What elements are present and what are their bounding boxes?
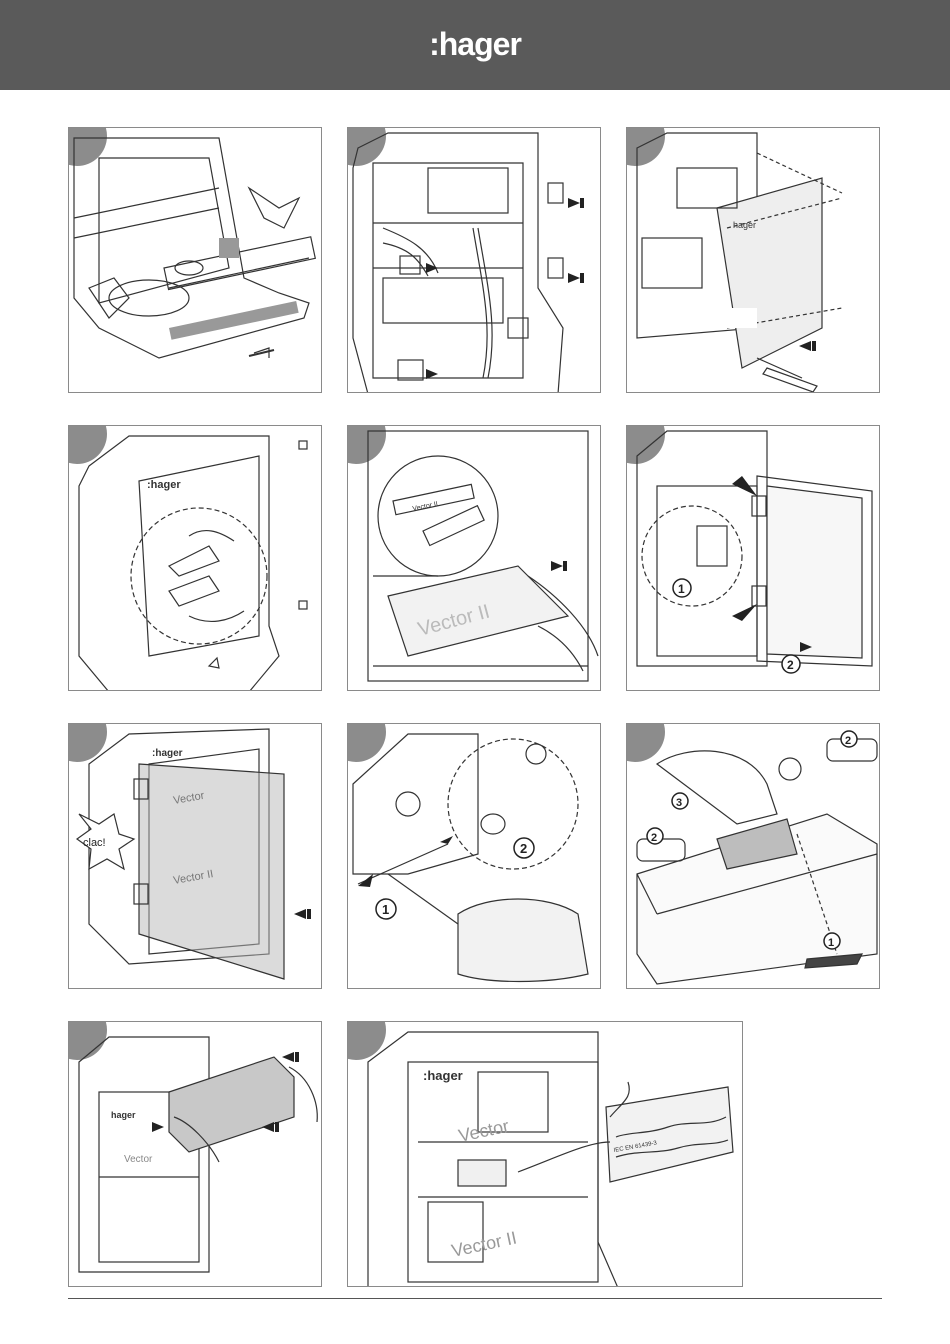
step-panel-10: hager Vector: [68, 1021, 322, 1287]
enclosure-illustration: hager: [627, 128, 880, 393]
step-number-2: 2: [787, 658, 794, 672]
enclosure-illustration: [69, 128, 322, 393]
door-removal-illustration: 1 2: [627, 426, 880, 691]
step-panel-4: :hager: [68, 425, 322, 691]
step-panel-2: [347, 127, 601, 393]
step-number-1: 1: [828, 937, 834, 949]
door-brand-label: hager: [733, 220, 756, 230]
enclosure-brand-label: :hager: [152, 748, 183, 759]
door-fitting-illustration: :hager Vector Vector II clac!: [69, 724, 322, 989]
step-panel-5: Vector II Vector II: [347, 425, 601, 691]
row-label: Vector: [124, 1154, 153, 1165]
step-number-1: 1: [382, 902, 389, 917]
clac-callout: clac!: [83, 837, 106, 849]
step-number-1: 1: [678, 582, 685, 596]
footer-divider: [68, 1298, 882, 1299]
label-strip-text: Vector II: [412, 501, 439, 513]
step-number-2-top: 2: [845, 735, 851, 747]
step-number-2: 2: [520, 841, 527, 856]
enclosure-illustration: :hager: [69, 426, 322, 691]
rating-label-illustration: :hager Vector Vector II IEC EN 61439-3: [348, 1022, 743, 1287]
step-panel-6: 1 2: [626, 425, 880, 691]
step-panel-8: 1 2: [347, 723, 601, 989]
header-bar: :hager: [0, 0, 950, 90]
step-panel-11: :hager Vector Vector II IEC EN 61439-3: [347, 1021, 743, 1287]
enclosure-brand-label: :hager: [147, 479, 181, 491]
step-panel-9: 2 2 3 1: [626, 723, 880, 989]
enclosure-illustration: [348, 128, 601, 393]
step-panel-3: hager: [626, 127, 880, 393]
step-panel-7: :hager Vector Vector II clac!: [68, 723, 322, 989]
label-illustration: Vector II Vector II: [348, 426, 601, 691]
step-panel-1: [68, 127, 322, 393]
top-row-label: Vector: [457, 1116, 511, 1146]
enclosure-brand-label: :hager: [423, 1068, 463, 1083]
step-number-3: 3: [676, 797, 682, 809]
step-number-2-left: 2: [651, 832, 657, 844]
cover-cutting-illustration: 2 2 3 1: [627, 724, 880, 989]
enclosure-brand-label: hager: [111, 1110, 136, 1120]
cover-fitting-illustration: hager Vector: [69, 1022, 322, 1287]
bottom-row-label: Vector II: [450, 1228, 519, 1261]
hager-logo: :hager: [0, 26, 950, 63]
drilling-illustration: 1 2: [348, 724, 601, 989]
